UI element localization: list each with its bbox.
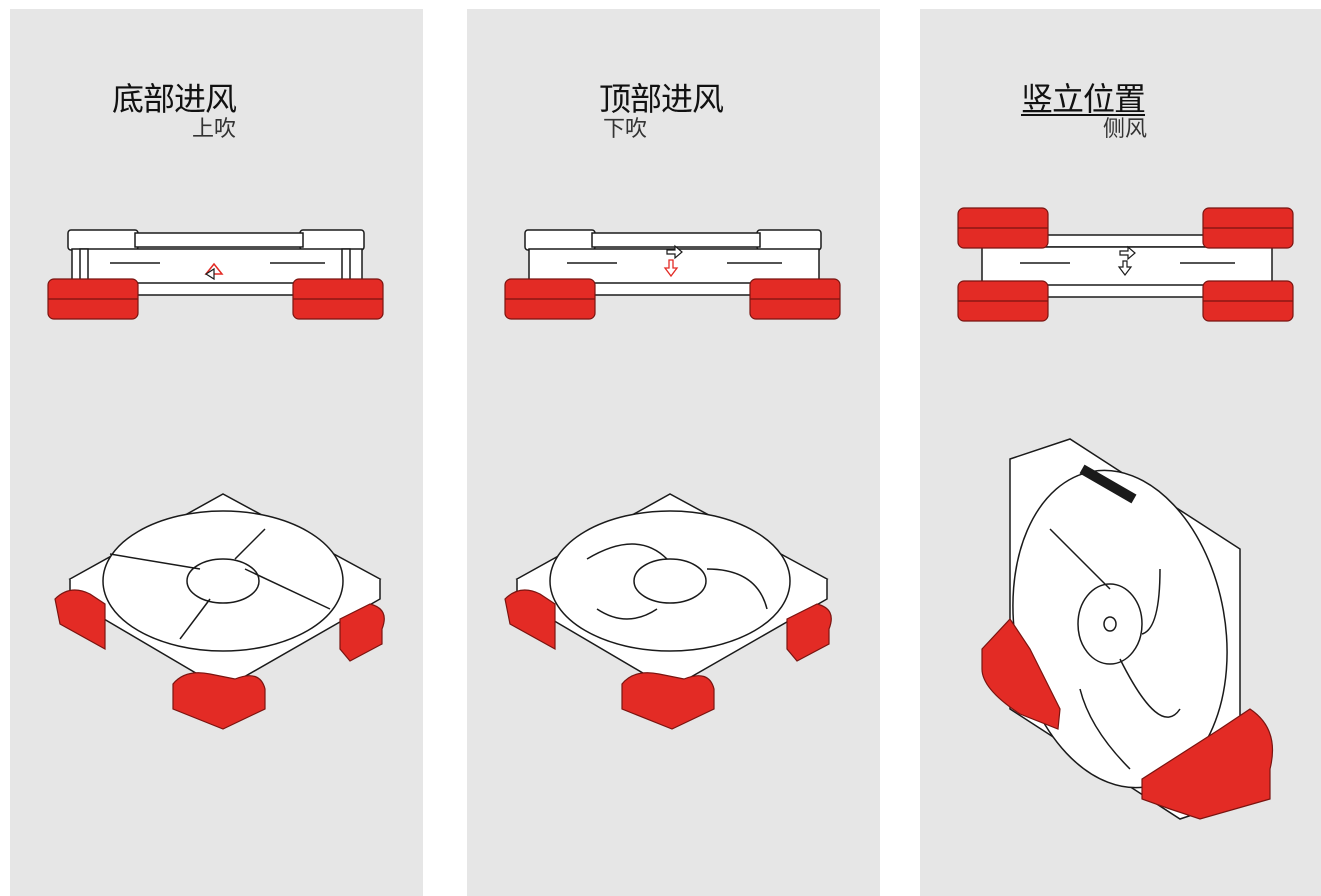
panel-title: 底部进风 — [112, 80, 237, 118]
fan-side-view-illustration — [47, 229, 385, 730]
panel-bottom-intake: 底部进风 上吹 — [10, 9, 423, 896]
fan-side-view-illustration — [957, 207, 1294, 820]
panel-subtitle: 侧风 — [1103, 117, 1148, 142]
airflow-arrow-icon — [663, 259, 679, 278]
fan-side-view-illustration — [504, 229, 841, 730]
panel-top-intake: 顶部进风 下吹 — [467, 9, 880, 896]
airflow-arrow-icon — [1117, 260, 1133, 276]
panel-subtitle: 上吹 — [192, 117, 237, 142]
noctua-logo — [1079, 464, 1137, 504]
panel-subtitle: 下吹 — [603, 117, 648, 142]
panel-title: 顶部进风 — [599, 80, 724, 118]
panel-title: 竖立位置 — [1021, 80, 1146, 118]
panel-vertical: 竖立位置 侧风 — [920, 9, 1321, 896]
